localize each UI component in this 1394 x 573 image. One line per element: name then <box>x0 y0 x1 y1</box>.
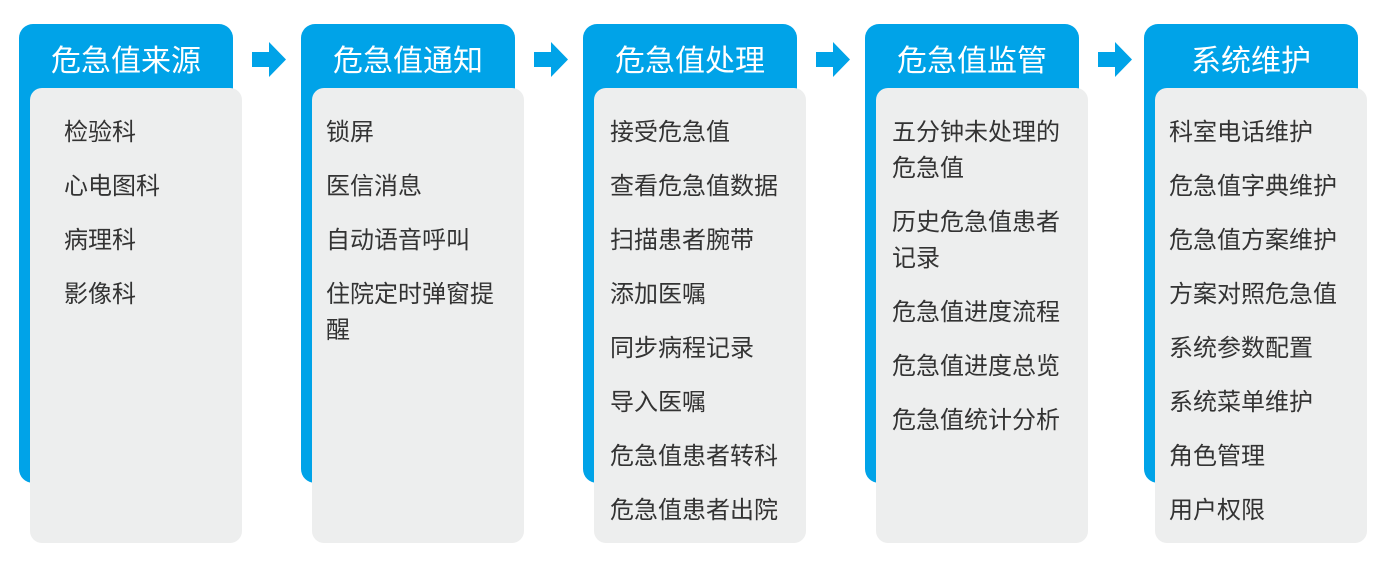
list-item: 心电图科 <box>64 172 160 200</box>
list-item: 检验科 <box>64 118 136 146</box>
list-item: 危急值统计分析 <box>892 406 1060 434</box>
stage-column: 危急值监管 五分钟未处理的危急值历史危急值患者记录危急值进度流程危急值进度总览危… <box>865 24 1089 544</box>
item-list: 检验科心电图科病理科影像科 <box>64 114 254 330</box>
stage-title: 危急值处理 <box>615 44 765 79</box>
item-list: 接受危急值查看危急值数据扫描患者腕带添加医嘱同步病程记录导入医嘱危急值患者转科危… <box>610 114 800 546</box>
stage-title: 危急值通知 <box>333 44 483 79</box>
list-item: 危急值进度流程 <box>892 298 1060 326</box>
list-item: 接受危急值 <box>610 118 730 146</box>
arrow-right-icon <box>816 42 850 77</box>
list-item: 自动语音呼叫 <box>326 226 470 254</box>
stage-title: 系统维护 <box>1191 44 1311 79</box>
stage-items-panel: 科室电话维护危急值字典维护危急值方案维护方案对照危急值系统参数配置系统菜单维护角… <box>1155 88 1367 543</box>
list-item: 查看危急值数据 <box>610 172 778 200</box>
list-item: 住院定时弹窗提醒 <box>326 280 494 344</box>
list-item: 系统参数配置 <box>1169 334 1313 362</box>
list-item: 导入医嘱 <box>610 388 706 416</box>
stage-title: 危急值监管 <box>897 44 1047 79</box>
list-item: 危急值方案维护 <box>1169 226 1337 254</box>
item-list: 五分钟未处理的危急值历史危急值患者记录危急值进度流程危急值进度总览危急值统计分析 <box>892 114 1082 456</box>
list-item: 危急值字典维护 <box>1169 172 1337 200</box>
arrow-right-icon <box>1098 42 1132 77</box>
list-item: 用户权限 <box>1169 496 1265 524</box>
stage-items-panel: 检验科心电图科病理科影像科 <box>30 88 242 543</box>
list-item: 锁屏 <box>326 118 374 146</box>
stage-column: 危急值通知 锁屏医信消息自动语音呼叫住院定时弹窗提醒 <box>301 24 525 544</box>
arrow-right-icon <box>534 42 568 77</box>
item-list: 锁屏医信消息自动语音呼叫住院定时弹窗提醒 <box>326 114 516 366</box>
stage-column: 危急值处理 接受危急值查看危急值数据扫描患者腕带添加医嘱同步病程记录导入医嘱危急… <box>583 24 807 544</box>
stage-items-panel: 接受危急值查看危急值数据扫描患者腕带添加医嘱同步病程记录导入医嘱危急值患者转科危… <box>594 88 806 543</box>
list-item: 扫描患者腕带 <box>610 226 754 254</box>
list-item: 同步病程记录 <box>610 334 754 362</box>
list-item: 科室电话维护 <box>1169 118 1313 146</box>
stage-column: 危急值来源 检验科心电图科病理科影像科 <box>19 24 243 544</box>
stage-items-panel: 锁屏医信消息自动语音呼叫住院定时弹窗提醒 <box>312 88 524 543</box>
arrow-right-icon <box>252 42 286 77</box>
list-item: 角色管理 <box>1169 442 1265 470</box>
list-item: 医信消息 <box>326 172 422 200</box>
list-item: 病理科 <box>64 226 136 254</box>
item-list: 科室电话维护危急值字典维护危急值方案维护方案对照危急值系统参数配置系统菜单维护角… <box>1169 114 1359 546</box>
list-item: 影像科 <box>64 280 136 308</box>
list-item: 添加医嘱 <box>610 280 706 308</box>
list-item: 五分钟未处理的危急值 <box>892 118 1060 182</box>
stage-column: 系统维护 科室电话维护危急值字典维护危急值方案维护方案对照危急值系统参数配置系统… <box>1144 24 1368 544</box>
stage-title: 危急值来源 <box>51 44 201 79</box>
list-item: 历史危急值患者记录 <box>892 208 1060 272</box>
list-item: 系统菜单维护 <box>1169 388 1313 416</box>
list-item: 危急值进度总览 <box>892 352 1060 380</box>
stage-items-panel: 五分钟未处理的危急值历史危急值患者记录危急值进度流程危急值进度总览危急值统计分析 <box>876 88 1088 543</box>
list-item: 方案对照危急值 <box>1169 280 1337 308</box>
list-item: 危急值患者出院 <box>610 496 778 524</box>
list-item: 危急值患者转科 <box>610 442 778 470</box>
